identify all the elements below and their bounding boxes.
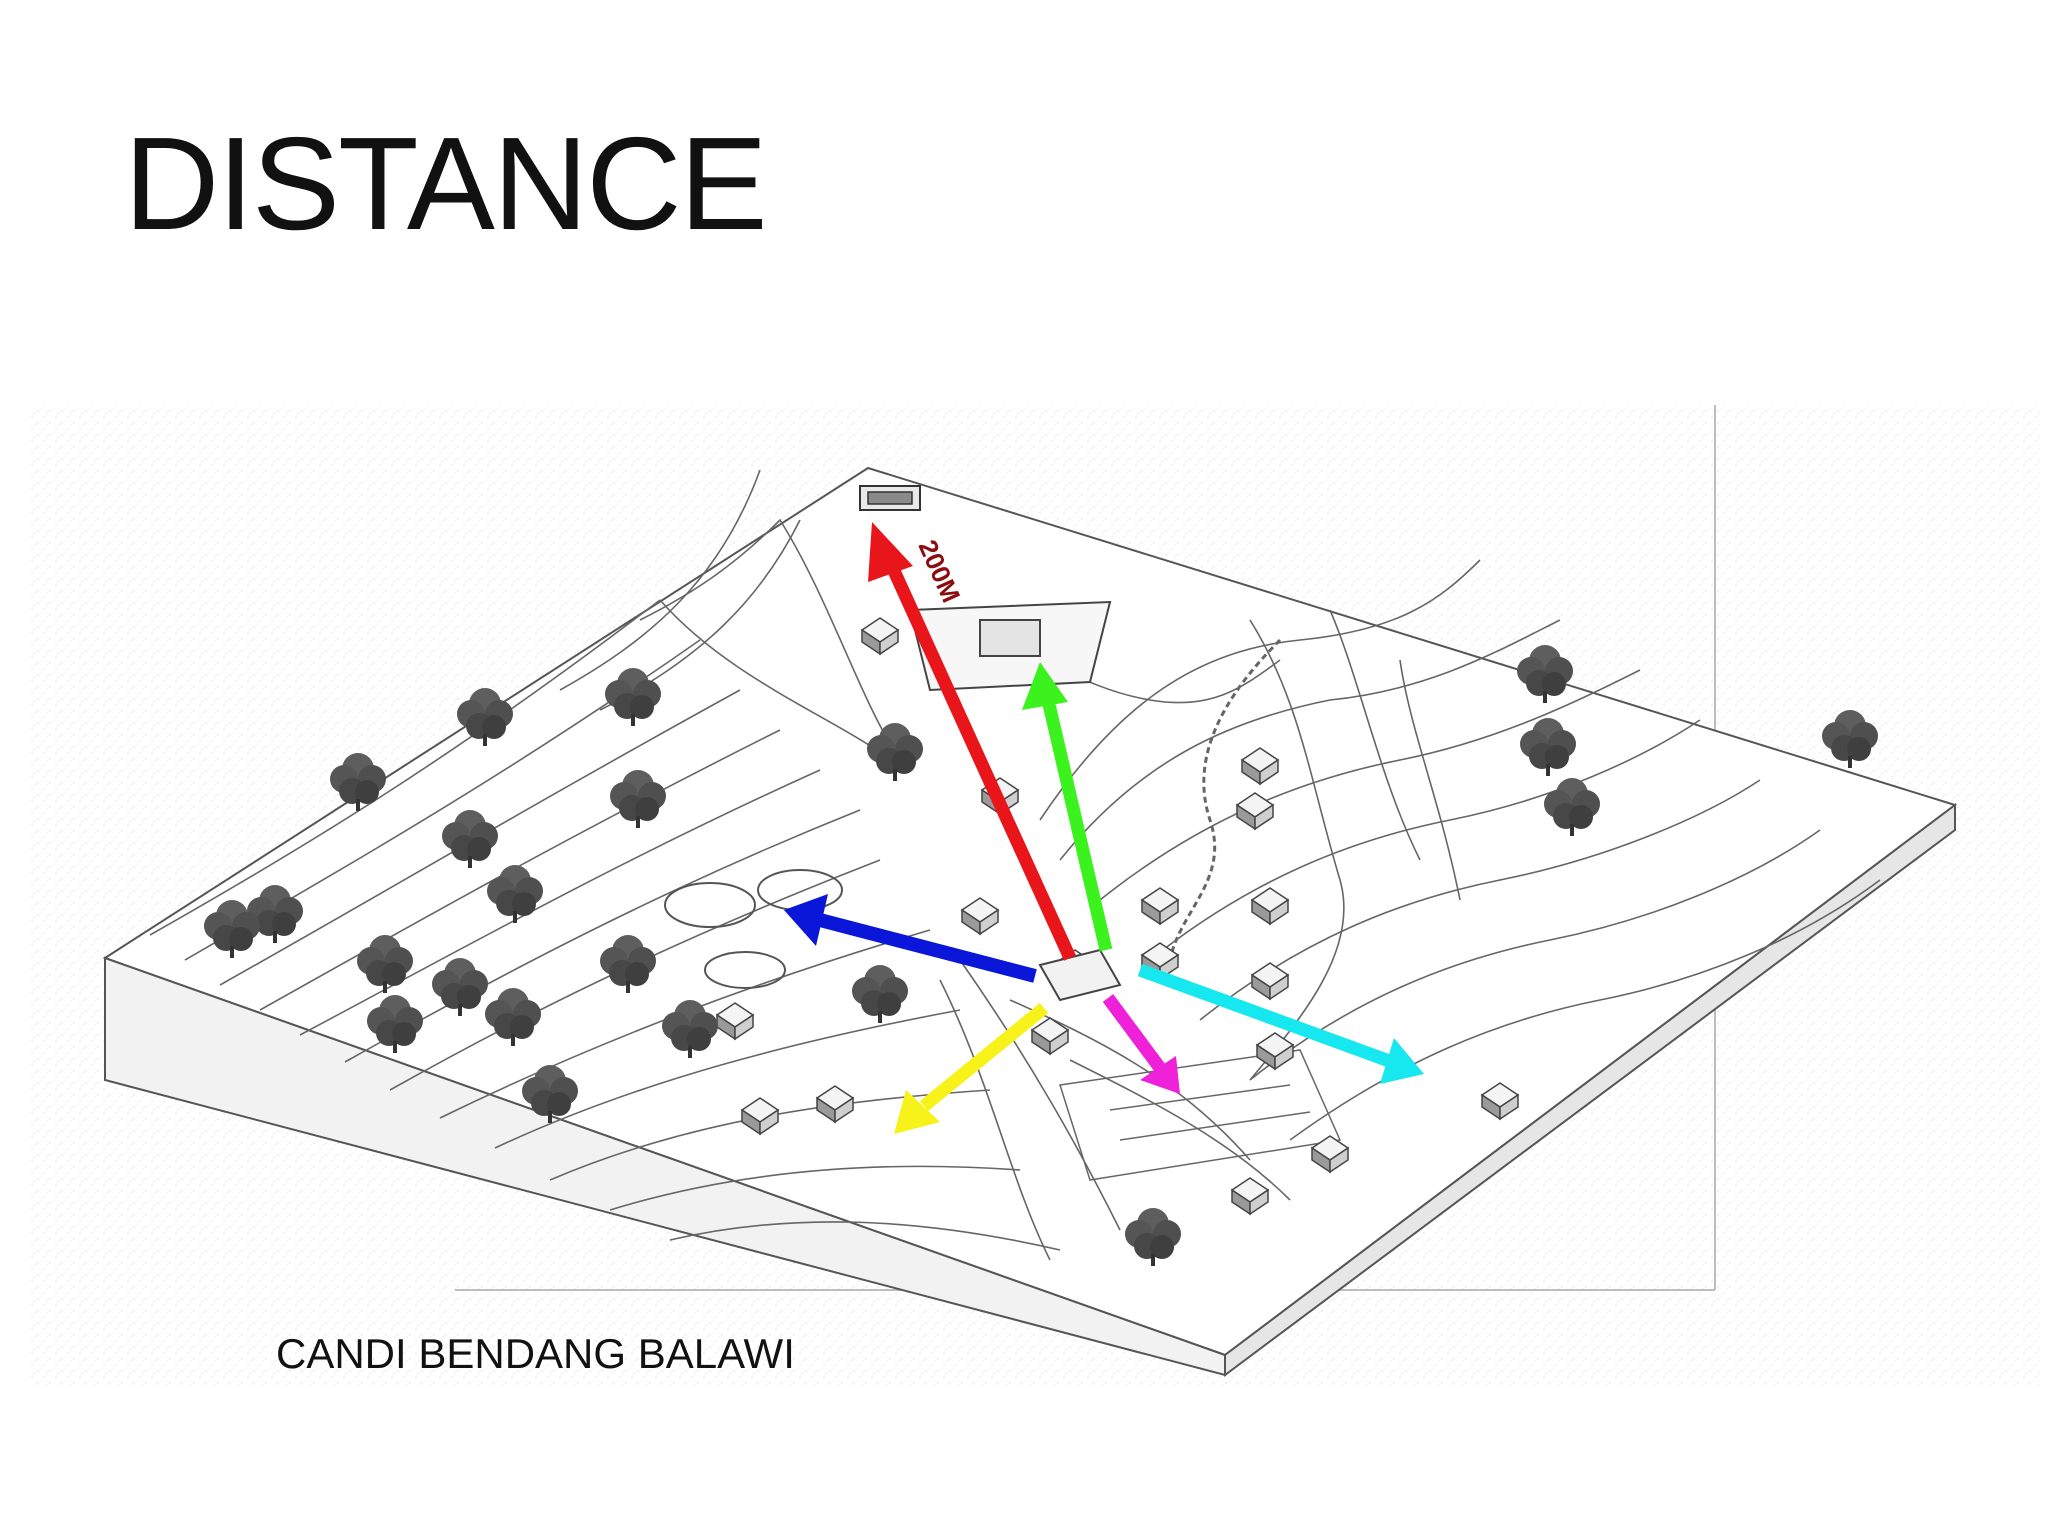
plaza-compound — [908, 600, 1112, 692]
diagram-caption: CANDI BENDANG BALAWI — [276, 1330, 795, 1377]
terrain-block — [102, 466, 1958, 1377]
green-arrow — [1022, 662, 1113, 952]
cyan-arrow — [1137, 963, 1424, 1084]
slide-title: DISTANCE — [124, 110, 768, 257]
distance-arrows — [784, 522, 1424, 1134]
temple-top — [859, 485, 921, 511]
red-arrow — [868, 522, 1076, 961]
parking-lot — [1059, 1049, 1342, 1181]
magenta-arrow — [1102, 994, 1180, 1094]
blue-arrow — [784, 894, 1037, 983]
yellow-arrow — [894, 1002, 1049, 1134]
origin-platform — [1038, 948, 1122, 1002]
winding-path — [1168, 638, 1282, 961]
